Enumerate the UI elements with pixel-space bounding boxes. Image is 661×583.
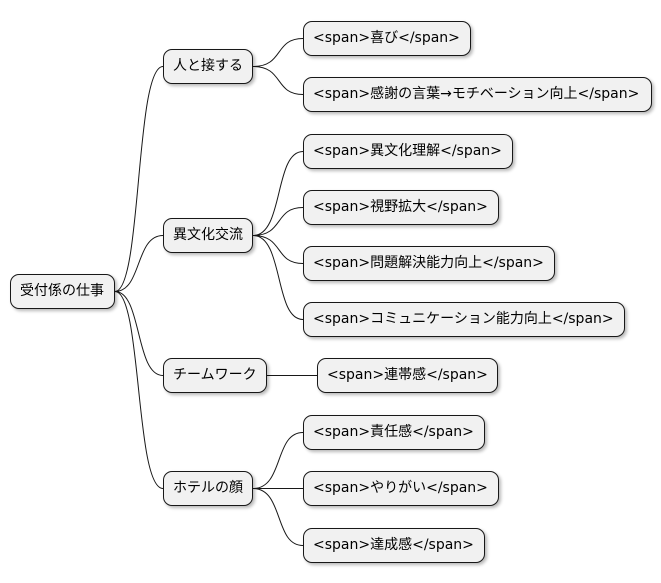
branch-node-teamwork: チームワーク: [163, 358, 267, 393]
leaf-node: <span>喜び</span>: [303, 21, 471, 56]
leaf-node: <span>コミュニケーション能力向上</span>: [303, 302, 625, 337]
connector-b4-l3: [252, 488, 304, 546]
leaf-node: <span>達成感</span>: [303, 528, 485, 563]
connector-b2-l3: [252, 235, 304, 264]
leaf-node: <span>感謝の言葉→モチベーション向上</span>: [303, 77, 652, 112]
branch-node-hito-to-sessuru: 人と接する: [163, 49, 253, 84]
connector-b1-l2: [252, 66, 304, 95]
connector-root-b1: [114, 66, 164, 292]
connector-b1-l1: [252, 38, 304, 67]
leaf-node: <span>視野拡大</span>: [303, 190, 499, 225]
branch-node-hotel-no-kao: ホテルの顔: [163, 471, 253, 506]
leaf-node: <span>問題解決能力向上</span>: [303, 246, 555, 281]
leaf-node: <span>責任感</span>: [303, 415, 485, 450]
branch-node-ibunka-kouryuu: 異文化交流: [163, 218, 253, 253]
connector-b2-l4: [252, 235, 304, 320]
leaf-node: <span>やりがい</span>: [303, 471, 499, 506]
connector-b4-l1: [252, 432, 304, 489]
root-node: 受付係の仕事: [10, 274, 115, 309]
leaf-node: <span>異文化理解</span>: [303, 134, 513, 169]
connector-root-b4: [114, 291, 164, 489]
connector-root-b3: [114, 291, 164, 376]
leaf-node: <span>連帯感</span>: [317, 358, 498, 393]
connector-root-b2: [114, 235, 164, 292]
connector-b2-l1: [252, 151, 304, 236]
connector-b2-l2: [252, 207, 304, 236]
